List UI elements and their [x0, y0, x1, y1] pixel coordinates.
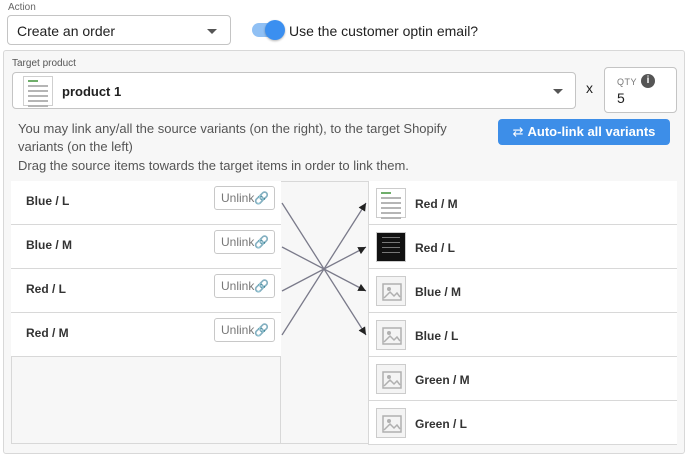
action-label: Action — [8, 2, 36, 13]
target-variant-row[interactable]: Blue / L Unlink🔗 — [11, 181, 281, 225]
product-thumbnail — [23, 76, 53, 107]
source-variant-label: Blue / M — [415, 285, 462, 299]
help-text-link: You may link any/all the source variants… — [18, 121, 447, 154]
target-product-value: product 1 — [62, 84, 122, 99]
help-text-drag: Drag the source items towards the target… — [18, 158, 409, 173]
auto-link-button[interactable]: ⇄Auto-link all variants — [498, 119, 670, 145]
source-variant-label: Red / M — [415, 197, 458, 211]
image-placeholder-icon — [376, 276, 406, 306]
image-placeholder-icon — [376, 408, 406, 438]
link-icon: 🔗 — [254, 279, 269, 293]
target-variant-label: Blue / L — [26, 194, 70, 208]
toggle-thumb — [265, 20, 285, 40]
link-icon: 🔗 — [254, 235, 269, 249]
target-variant-row[interactable]: Red / M Unlink🔗 — [11, 313, 281, 357]
link-icon: 🔗 — [254, 191, 269, 205]
source-variant-label: Red / L — [415, 241, 456, 255]
qty-value: 5 — [617, 90, 625, 106]
info-icon[interactable]: i — [641, 74, 655, 88]
swap-arrows-icon: ⇄ — [512, 124, 524, 139]
unlink-button[interactable]: Unlink🔗 — [214, 318, 275, 342]
unlink-label: Unlink — [221, 279, 255, 293]
auto-link-label: Auto-link all variants — [527, 124, 656, 139]
source-variant-label: Blue / L — [415, 329, 459, 343]
product-image — [376, 232, 406, 262]
chevron-down-icon — [553, 89, 563, 94]
unlink-label: Unlink — [221, 191, 255, 205]
action-select[interactable]: Create an order — [7, 15, 231, 45]
qty-field[interactable]: QTY i 5 — [604, 67, 677, 113]
target-variant-row[interactable]: Blue / M Unlink🔗 — [11, 225, 281, 269]
target-variant-label: Red / L — [26, 282, 67, 296]
target-variant-label: Blue / M — [26, 238, 73, 252]
qty-label: QTY — [617, 77, 638, 87]
product-image — [376, 188, 406, 219]
source-variant-label: Green / L — [415, 417, 468, 431]
target-product-select[interactable]: product 1 — [12, 72, 576, 109]
unlink-button[interactable]: Unlink🔗 — [214, 274, 275, 298]
image-placeholder-icon — [376, 364, 406, 394]
unlink-label: Unlink — [221, 323, 255, 337]
unlink-button[interactable]: Unlink🔗 — [214, 230, 275, 254]
source-variant-row[interactable]: Red / M — [368, 181, 677, 225]
source-variant-row[interactable]: Blue / L — [368, 313, 677, 357]
link-icon: 🔗 — [254, 323, 269, 337]
multiply-sign: x — [586, 80, 593, 96]
unlink-button[interactable]: Unlink🔗 — [214, 186, 275, 210]
target-variant-row[interactable]: Red / L Unlink🔗 — [11, 269, 281, 313]
chevron-down-icon — [207, 29, 217, 34]
source-variant-row[interactable]: Blue / M — [368, 269, 677, 313]
source-variant-row[interactable]: Red / L — [368, 225, 677, 269]
image-placeholder-icon — [376, 320, 406, 350]
target-variant-label: Red / M — [26, 326, 69, 340]
optin-email-label: Use the customer optin email? — [289, 23, 479, 39]
source-variant-row[interactable]: Green / L — [368, 401, 677, 445]
optin-email-toggle[interactable] — [252, 20, 285, 40]
unlink-label: Unlink — [221, 235, 255, 249]
source-variant-row[interactable]: Green / M — [368, 357, 677, 401]
target-product-label: Target product — [12, 58, 76, 69]
action-select-value: Create an order — [17, 23, 116, 39]
source-variant-label: Green / M — [415, 373, 470, 387]
